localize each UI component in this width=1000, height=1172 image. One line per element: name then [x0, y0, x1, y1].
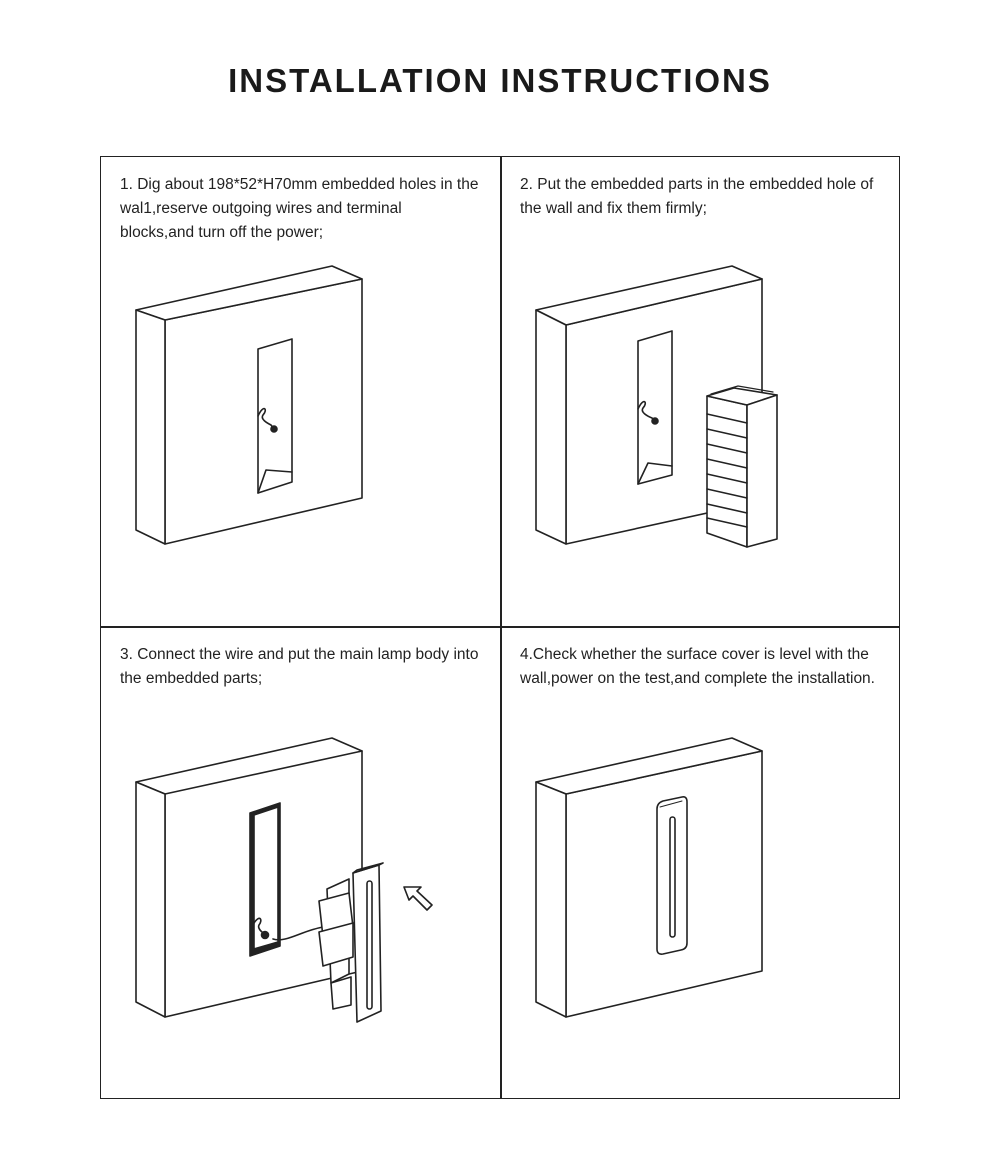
step-1-panel: 1. Dig about 198*52*H70mm embedded holes…: [101, 157, 499, 626]
terminal-icon: [270, 425, 278, 433]
wire-icon: [257, 407, 275, 430]
wall-side-face: [135, 781, 166, 1018]
wall-side-face: [535, 309, 567, 545]
step-2-panel: 2. Put the embedded parts in the embedde…: [501, 157, 899, 626]
arrow-icon: [403, 886, 433, 911]
terminal-icon: [651, 417, 659, 425]
step-2-text: 2. Put the embedded parts in the embedde…: [520, 176, 874, 217]
step-2-illustration: [535, 265, 778, 548]
step-4-panel: 4.Check whether the surface cover is lev…: [501, 627, 899, 1099]
wall-side-face: [135, 309, 166, 545]
embedded-hole: [257, 338, 293, 494]
terminal-icon: [260, 930, 270, 940]
lamp-body-icon: [318, 862, 384, 1023]
step-4-text: 4.Check whether the surface cover is lev…: [520, 646, 875, 687]
step-1-text: 1. Dig about 198*52*H70mm embedded holes…: [120, 176, 479, 241]
step-3-illustration: [135, 737, 433, 1023]
wall-side-face: [535, 781, 567, 1018]
embedded-box-icon: [706, 385, 778, 548]
wire-icon: [637, 400, 656, 422]
grid-divider-vertical: [500, 157, 502, 1098]
page-title: INSTALLATION INSTRUCTIONS: [228, 62, 772, 99]
step-4-illustration: [535, 737, 763, 1018]
lamp-cover-icon: [656, 796, 688, 955]
step-3-panel: 3. Connect the wire and put the main lam…: [101, 627, 499, 1099]
step-1-illustration: [135, 265, 363, 545]
light-slot: [669, 816, 676, 938]
grid-divider-horizontal: [101, 626, 899, 628]
step-3-text: 3. Connect the wire and put the main lam…: [120, 646, 479, 687]
embedded-hole: [637, 330, 673, 485]
instruction-grid: 1. Dig about 198*52*H70mm embedded holes…: [100, 156, 900, 1099]
